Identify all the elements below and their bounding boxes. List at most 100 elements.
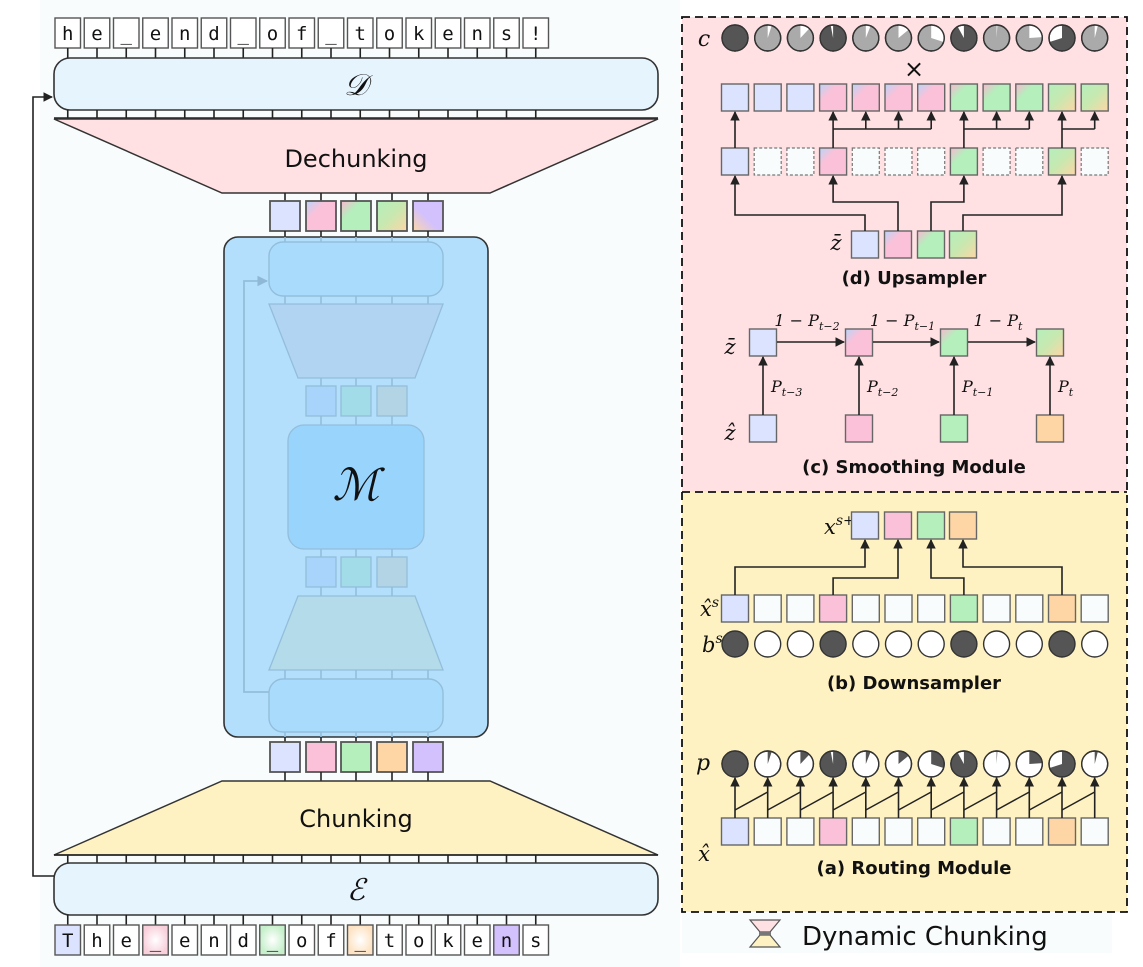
downsample-route (958, 539, 1063, 595)
token-char: _ (355, 930, 367, 952)
output-token: s (493, 17, 520, 58)
output-token: t (346, 17, 374, 58)
pie-slice (820, 25, 847, 52)
input-token: d (229, 915, 257, 956)
c-row-label: c (698, 27, 710, 52)
smoothed-chunk-vector (916, 230, 946, 259)
encoded-vector (949, 817, 979, 846)
encoded-vector (917, 817, 946, 846)
dechunk-input-vector (305, 200, 337, 232)
token-char: o (267, 23, 278, 45)
pie-outline (1048, 750, 1076, 778)
empty-slot (851, 147, 880, 176)
output-token: e (434, 17, 462, 58)
input-token: _ (142, 915, 169, 956)
output-token: _ (112, 17, 140, 58)
empty-slot (982, 147, 1011, 176)
pie-outline (884, 24, 913, 52)
encoded-vector (884, 817, 913, 846)
pie-slice (931, 751, 945, 769)
token-char: e (442, 23, 453, 45)
dechunking-label: Dechunking (284, 145, 427, 173)
dechunk-input-vector (376, 200, 408, 232)
downsample-route (734, 539, 870, 595)
token-box (229, 924, 257, 956)
routing-caption: (a) Routing Module (816, 858, 1011, 879)
input-token: t (376, 915, 403, 956)
token-box (112, 924, 140, 956)
chunk-output-vector (376, 741, 408, 773)
boundary-indicator (786, 630, 815, 658)
token-char: e (121, 930, 132, 952)
boundary-probability-pie (1048, 750, 1076, 778)
pie-slice (1029, 751, 1043, 764)
encoded-vector (982, 594, 1011, 623)
chunk-vector (1047, 147, 1077, 176)
input-token: T (54, 915, 82, 956)
inner-vector (376, 556, 408, 588)
confidence-pie (1048, 24, 1076, 52)
pie-slice (898, 751, 909, 764)
dechunking-block (53, 118, 659, 194)
boundary-probability-pie (852, 750, 880, 778)
boundary-indicator (884, 630, 913, 658)
token-box (142, 17, 169, 49)
boundary-probability-pie (917, 750, 945, 778)
dechunk-input-vector (269, 200, 301, 232)
confidence-pie (1015, 24, 1044, 52)
confidence-pie (1080, 24, 1109, 52)
upsample-route (828, 175, 899, 231)
inner-decoder-block (268, 241, 444, 297)
confidence-pie (917, 24, 945, 52)
encoded-vector (1080, 817, 1109, 846)
pie-slice (865, 25, 871, 38)
confidence-pie (982, 24, 1011, 52)
empty-slot (1015, 147, 1044, 176)
input-token: o (288, 915, 316, 956)
boundary-probability-pie (1015, 750, 1044, 778)
input-token: n (200, 915, 228, 956)
chunk-vector (748, 414, 778, 443)
pie-slice (898, 25, 909, 38)
smoothing-caption: (c) Smoothing Module (802, 457, 1026, 478)
encoded-vector (720, 817, 750, 846)
output-token: _ (317, 17, 345, 58)
input-token: e (463, 915, 491, 956)
subscript: t−1 (973, 386, 994, 399)
main-model-symbol: ℳ (332, 460, 385, 511)
pie-outline (819, 24, 847, 52)
p-row-label: p (696, 751, 710, 776)
selected-chunk-vector (948, 511, 978, 540)
smoothed-vector (748, 328, 778, 357)
subscript: t−1 (914, 320, 935, 333)
encoded-vector (917, 594, 946, 623)
pie-slice (996, 751, 998, 764)
pie-slice (865, 751, 871, 764)
empty-slot (753, 147, 782, 176)
input-token: f (317, 915, 345, 956)
encoded-vector (753, 594, 782, 623)
inner-chunking-block (268, 595, 444, 671)
multiply-symbol: × (904, 55, 924, 83)
input-token: k (434, 915, 462, 956)
upsampled-vector (818, 83, 848, 112)
token-box (259, 924, 286, 956)
confidence-pie (721, 24, 749, 52)
encoded-vector (851, 817, 880, 846)
pie-outline (1048, 24, 1076, 52)
subscript: t−2 (878, 386, 899, 399)
output-token: o (376, 17, 403, 58)
token-box (171, 17, 199, 49)
boundary-probability-pie (884, 750, 913, 778)
token-box (317, 924, 345, 956)
token-box (346, 924, 374, 956)
chunk-vector (939, 414, 969, 443)
token-box (522, 924, 550, 956)
boundary-probability-pie (1080, 750, 1109, 778)
routing-pair-edge (865, 791, 899, 811)
token-char: s (530, 930, 541, 952)
token-box (171, 924, 199, 956)
token-char: T (62, 930, 73, 952)
encoded-vector (1080, 594, 1109, 623)
